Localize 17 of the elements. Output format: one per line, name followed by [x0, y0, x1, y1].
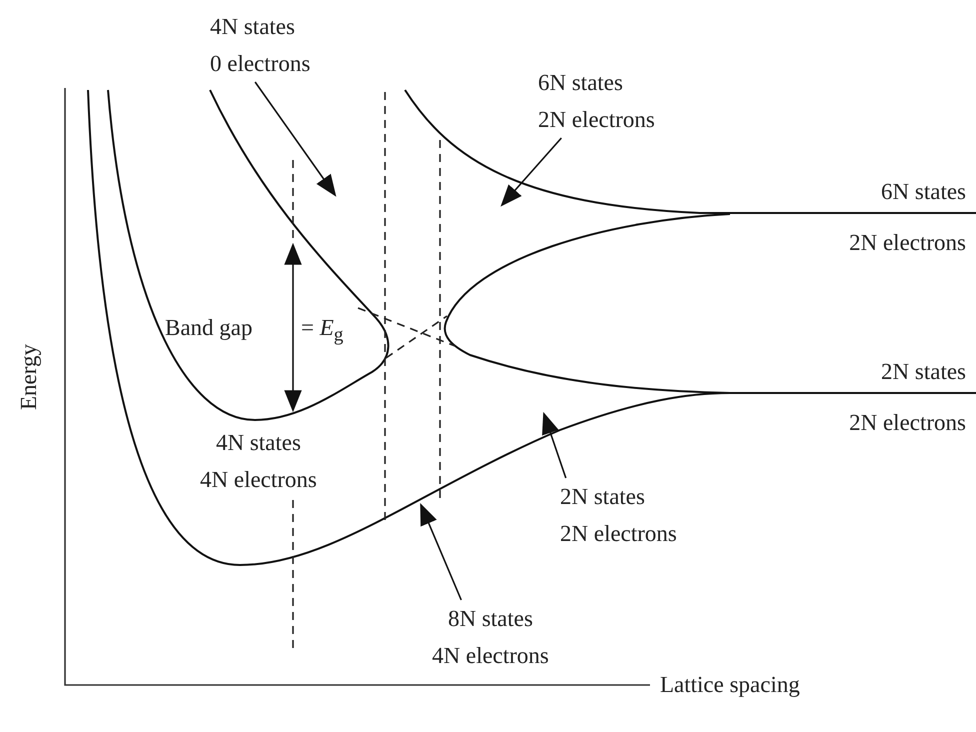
leader-arrow: [500, 137, 562, 207]
leader-arrow: [254, 82, 336, 197]
axis-title: Lattice spacing: [660, 671, 800, 699]
axis-title: Energy: [15, 344, 42, 410]
band-label: 2N electrons: [849, 229, 966, 257]
band-label: 4N states 4N electrons: [200, 429, 317, 494]
band-annotation: 8N states 4N electrons: [432, 600, 549, 674]
band-gap-label: Band gap: [165, 314, 253, 342]
band-annotation: 4N states 0 electrons: [210, 8, 310, 82]
band-annotation: 2N states 2N electrons: [560, 478, 677, 552]
band-gap-symbol: = E$_{g}$: [301, 314, 344, 348]
band-label: 2N electrons: [849, 409, 966, 437]
band-label: 2N states: [881, 358, 966, 386]
band-annotation: 6N states 2N electrons: [538, 64, 655, 138]
leader-arrow: [420, 502, 462, 600]
leader-arrow: [542, 412, 567, 478]
band-label: 6N states: [881, 178, 966, 206]
